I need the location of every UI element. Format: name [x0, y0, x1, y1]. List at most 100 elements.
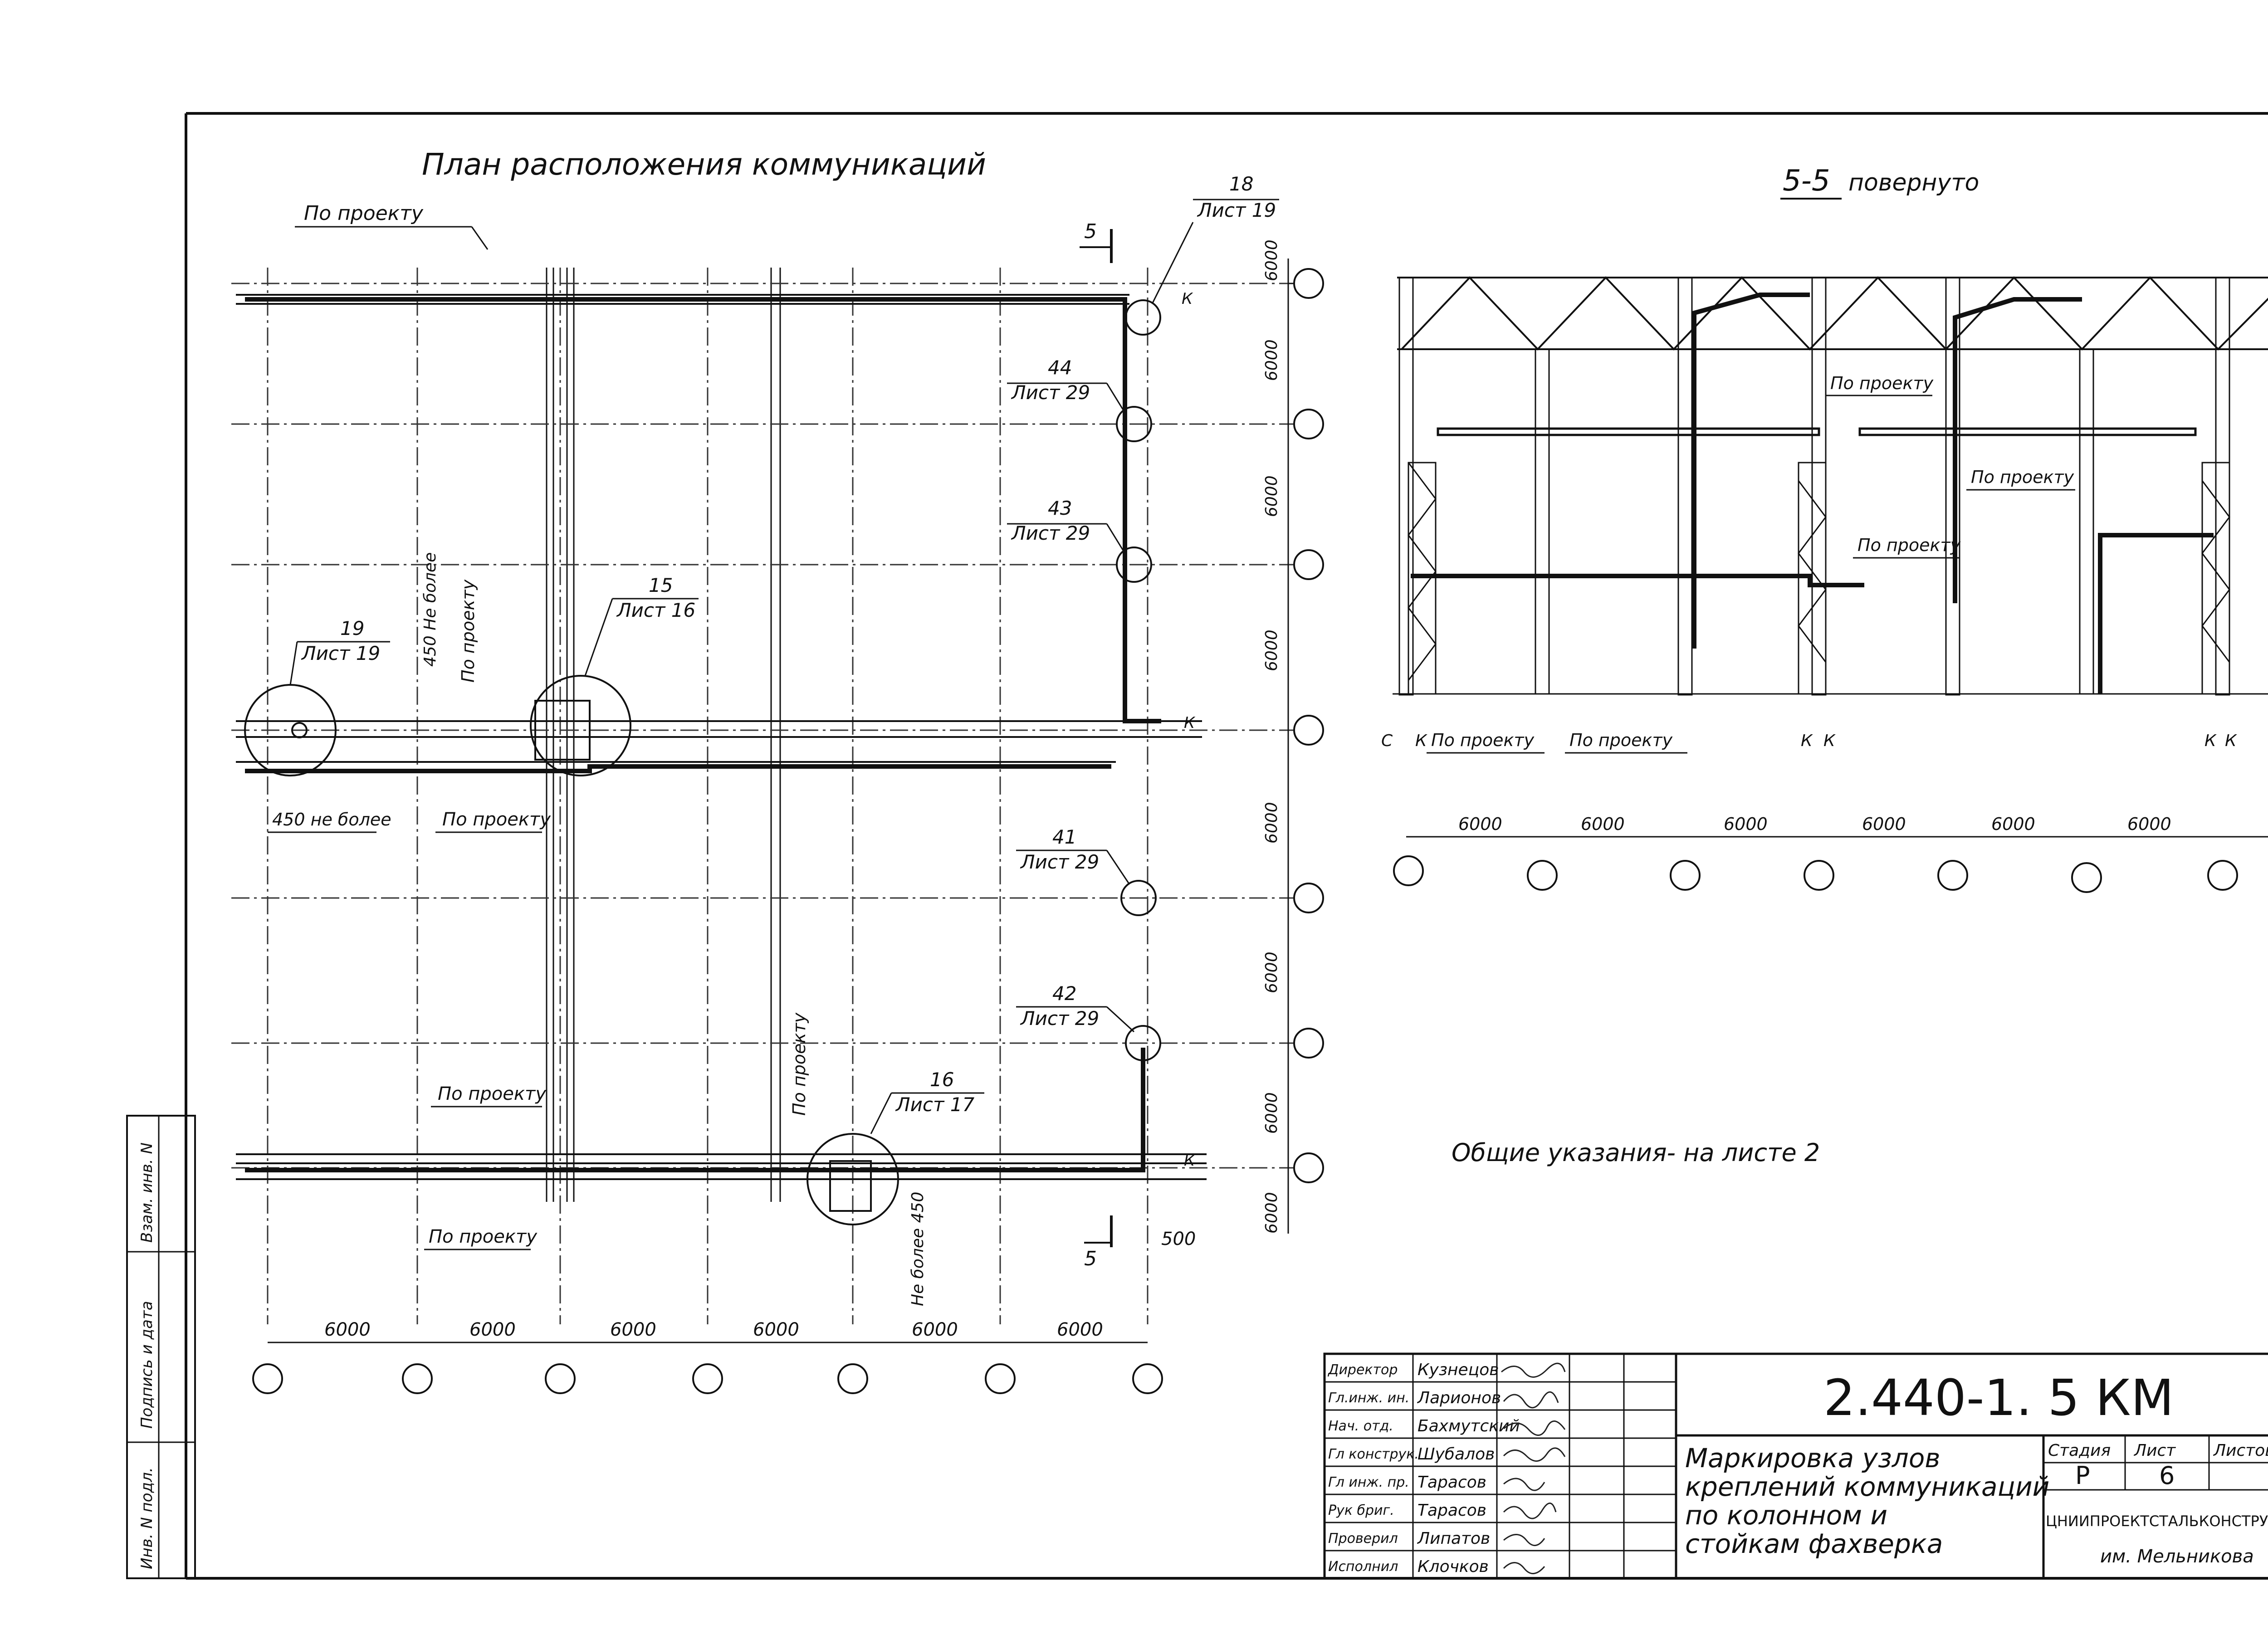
- plan-notes: По проекту По проекту По проекту По прое…: [268, 202, 1196, 1306]
- staff-role-2: Гл.инж. ин.: [1328, 1390, 1409, 1406]
- staff-role-7: Проверил: [1328, 1531, 1398, 1547]
- plan-ne-bolee-3: Не более 450: [909, 1192, 927, 1306]
- staff-name-4: Шубалов: [1418, 1445, 1495, 1464]
- staff-role-5: Гл инж. пр.: [1328, 1474, 1409, 1490]
- section-axis-bubbles: [1393, 855, 2238, 893]
- section-dim-2: 6000: [1581, 814, 1625, 834]
- section-view: 5-5 повернуто: [1381, 164, 2268, 893]
- staff-role-3: Нач. отд.: [1328, 1418, 1393, 1434]
- plan-ne-bolee-2: 450 не более: [272, 810, 391, 830]
- section-pipes: [1411, 293, 2214, 694]
- section-title-num: 5-5: [1783, 164, 1830, 198]
- plan-view: План расположения коммуникаций: [231, 147, 1324, 1394]
- title-block-subject: Маркировка узлов креплений коммуникаций …: [1685, 1443, 2049, 1559]
- plan-dim-right-2: 6000: [1262, 339, 1281, 381]
- plan-dim-right-8: 6000: [1262, 1192, 1281, 1234]
- org-name-2: им. Мельникова: [2100, 1546, 2254, 1567]
- section-girders: [1437, 427, 2197, 436]
- plan-dim-bottom-5: 6000: [912, 1319, 958, 1340]
- staff-name-6: Тарасов: [1418, 1501, 1486, 1520]
- plan-node-details: [291, 700, 872, 1212]
- section-dim-1: 6000: [1458, 814, 1502, 834]
- node-15-sheet: Лист 16: [616, 599, 695, 621]
- staff-role-1: Директор: [1327, 1362, 1398, 1378]
- staff-role-6: Рук бриг.: [1328, 1503, 1394, 1518]
- section-note-2: По проекту: [1971, 467, 2074, 487]
- title-block-code: 2.440-1. 5 КМ: [1823, 1369, 2174, 1427]
- staff-name-1: Кузнецов: [1418, 1361, 1499, 1379]
- section-note-1: По проекту: [1830, 373, 1934, 393]
- stage-value: Р: [2075, 1461, 2090, 1490]
- staff-name-2: Ларионов: [1417, 1389, 1501, 1407]
- title-block: Директор Кузнецов Гл.инж. ин. Ларионов Н…: [1323, 1352, 2268, 1580]
- plan-dim-right-7: 6000: [1262, 1092, 1281, 1134]
- plan-ne-bolee-1: 450 Не более: [421, 552, 440, 667]
- plan-note-2: По проекту: [438, 1083, 547, 1104]
- plan-note-1: По проекту: [442, 809, 551, 830]
- node-44-sheet: Лист 29: [1011, 381, 1090, 404]
- stage-label: Стадия: [2048, 1441, 2111, 1460]
- node-43-num: 43: [1048, 497, 1072, 519]
- plan-dim-right-6: 6000: [1262, 952, 1281, 993]
- plan-grid-vertical: [267, 268, 1149, 1324]
- plan-dim-k-1: К: [1182, 290, 1193, 308]
- title-block-signatures: [1501, 1362, 1566, 1574]
- section-dim-k-1: К: [1415, 732, 1427, 750]
- plan-dim-right-3: 6000: [1262, 475, 1281, 517]
- node-42-num: 42: [1052, 982, 1076, 1005]
- node-41-num: 41: [1052, 826, 1076, 848]
- subject-line-3: по колонном и: [1685, 1500, 1887, 1531]
- node-18-sheet: Лист 19: [1197, 199, 1276, 221]
- plan-dim-right-1: 6000: [1262, 239, 1281, 281]
- sheets-label: Листов: [2213, 1441, 2268, 1460]
- plan-axis-bubbles-bottom: [252, 1363, 1163, 1394]
- plan-dim-500: 500: [1161, 1229, 1196, 1249]
- sheet-label: Лист: [2133, 1441, 2176, 1460]
- section-dim-5: 6000: [1991, 814, 2035, 834]
- node-16-num: 16: [930, 1069, 954, 1091]
- staff-name-7: Липатов: [1417, 1529, 1490, 1548]
- section-note-4: По проекту: [1431, 730, 1535, 750]
- node-44-num: 44: [1048, 356, 1072, 379]
- node-15-num: 15: [649, 574, 673, 596]
- plan-communication-pipe: [245, 297, 1161, 1172]
- section-dim-3: 6000: [1724, 814, 1768, 834]
- staff-role-4: Гл конструк.: [1328, 1446, 1419, 1462]
- plan-right-dimensions: 6000 6000 6000 6000 6000 6000 6000 6000 …: [1182, 239, 1306, 1234]
- plan-dim-right-4: 6000: [1262, 630, 1281, 671]
- section-notes: По проекту По проекту По проекту По прое…: [1381, 373, 2237, 754]
- plan-note-top: По проекту: [304, 202, 424, 225]
- plan-dim-bottom-6: 6000: [1057, 1319, 1103, 1340]
- staff-name-8: Клочков: [1418, 1557, 1489, 1576]
- plan-note-3: По проекту: [429, 1226, 538, 1247]
- node-19-num: 19: [340, 617, 364, 639]
- plan-column-lines: [546, 268, 781, 1202]
- title-block-staff: Директор Кузнецов Гл.инж. ин. Ларионов Н…: [1327, 1361, 1520, 1576]
- plan-bottom-dimensions: 6000 6000 6000 6000 6000 6000: [268, 1319, 1148, 1343]
- plan-node-labels: 18 Лист 19 44 Лист 29 43 Лист 29 15 Лист…: [289, 173, 1279, 1134]
- org-name: ЦНИИПРОЕКТСТАЛЬКОНСТРУК: [2046, 1513, 2268, 1530]
- subject-line-2: креплений коммуникаций: [1685, 1471, 2049, 1502]
- side-stamp: Инв. N подл. Подпись и дата Взам. инв. N: [126, 1115, 196, 1579]
- plan-axis-bubbles-right: [1293, 268, 1324, 1183]
- staff-name-3: Бахмутский: [1418, 1417, 1520, 1435]
- section-title-text: повернуто: [1848, 169, 1979, 196]
- general-note: Общие указания- на листе 2: [1452, 1138, 1820, 1167]
- plan-dim-bottom-1: 6000: [324, 1319, 371, 1340]
- section-note-3: По проекту: [1857, 535, 1961, 555]
- plan-section-marks: 5 5: [1080, 220, 1113, 1270]
- section-dim-k-4: К: [2204, 732, 2217, 750]
- staff-role-8: Исполнил: [1328, 1559, 1398, 1575]
- section-columns: [1398, 277, 2230, 696]
- subject-line-4: стойкам фахверка: [1685, 1528, 1943, 1559]
- plan-note-4: По проекту: [458, 579, 478, 683]
- section-dim-c: С: [1381, 732, 1393, 750]
- section-dim-k-3: К: [1823, 732, 1836, 750]
- section-note-5: По проекту: [1569, 730, 1673, 750]
- section-mark-bottom: 5: [1084, 1247, 1097, 1270]
- staff-name-5: Тарасов: [1418, 1473, 1486, 1492]
- node-16-sheet: Лист 17: [895, 1093, 975, 1116]
- section-dimensions: 6000 6000 6000 6000 6000 6000: [1406, 814, 2268, 838]
- section-mark-top: 5: [1084, 220, 1097, 243]
